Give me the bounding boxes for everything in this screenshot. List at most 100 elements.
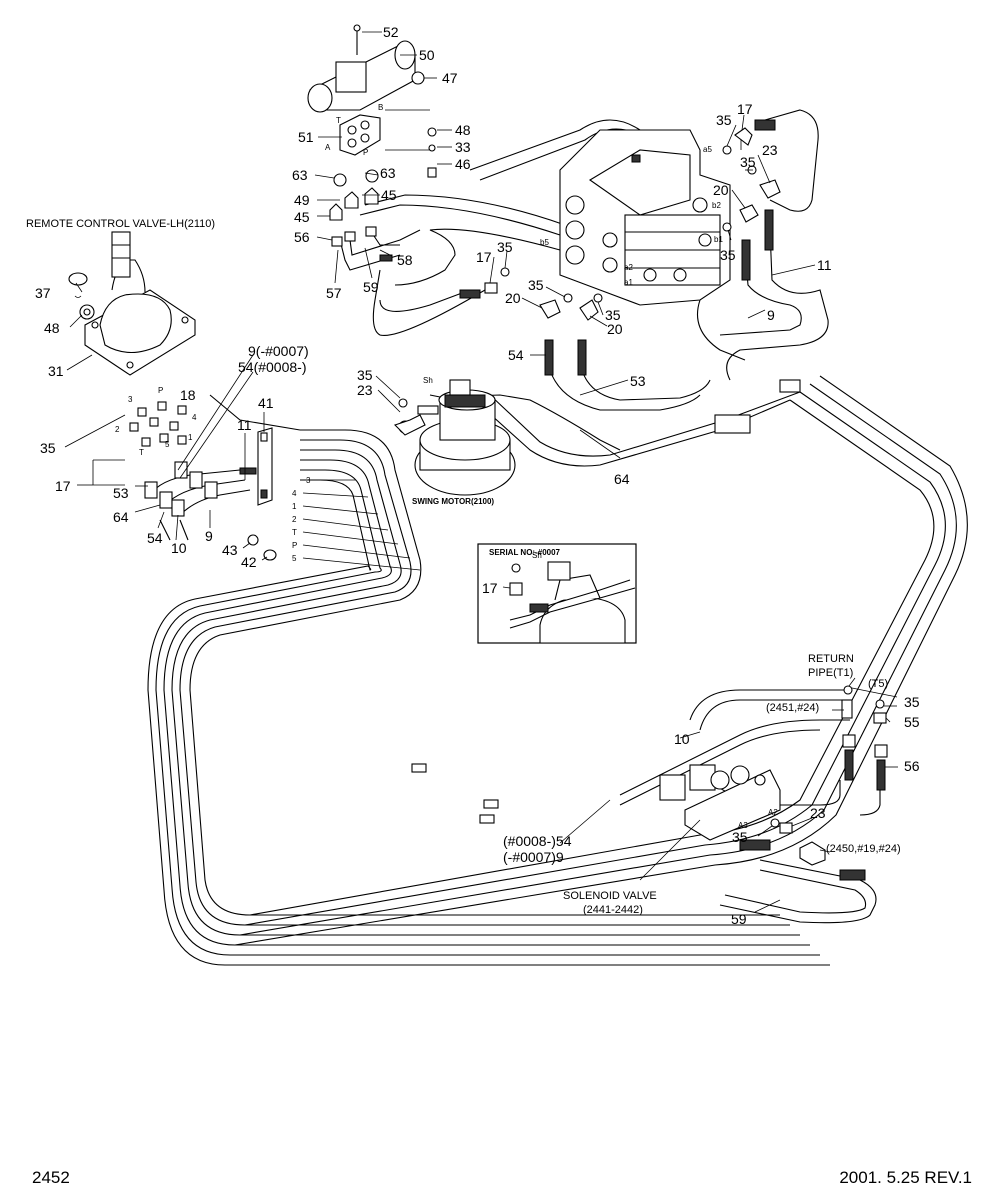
- serial-9-label: (-#0007)9: [503, 849, 564, 865]
- swing-port-sh: Sh: [423, 376, 433, 385]
- label-41: 41: [258, 395, 274, 411]
- label-17-top: 17: [476, 249, 492, 265]
- label-11-rcv: 11: [237, 417, 252, 433]
- label-53-rcv: 53: [113, 485, 129, 501]
- label-57: 57: [326, 285, 342, 301]
- label-20-center: 20: [607, 321, 623, 337]
- remote-control-valve-title: REMOTE CONTROL VALVE-LH(2110): [26, 218, 215, 230]
- label-55: 55: [904, 714, 920, 730]
- label-58: 58: [397, 252, 413, 268]
- label-35-right: 35: [740, 154, 756, 170]
- label-45-right: 45: [381, 187, 397, 203]
- label-53-valve: 53: [630, 373, 646, 389]
- rcv-port-1: 1: [188, 433, 193, 442]
- port-A: A: [325, 143, 331, 152]
- hose-port-4: 4: [292, 489, 297, 498]
- hose-port-1: 1: [292, 502, 297, 511]
- label-35-bottom: 35: [732, 829, 748, 845]
- label-42: 42: [241, 554, 257, 570]
- ref-2451: (2451,#24): [766, 702, 819, 714]
- label-43: 43: [222, 542, 238, 558]
- label-63-left: 63: [292, 167, 308, 183]
- label-35-rcv: 35: [40, 440, 56, 456]
- label-56-bottom: 56: [904, 758, 920, 774]
- page-number: 2452: [32, 1168, 70, 1187]
- solenoid-valve-title-2: (2441-2442): [583, 904, 643, 916]
- solenoid-port-A2: A2: [768, 808, 778, 817]
- return-pipe-title-2: PIPE(T1): [808, 667, 853, 679]
- label-48-rcv: 48: [44, 320, 60, 336]
- label-59-bottom: 59: [731, 911, 747, 927]
- label-51: 51: [298, 129, 314, 145]
- solenoid-valve-title-1: SOLENOID VALVE: [563, 890, 657, 902]
- swing-motor-title: SWING MOTOR(2100): [412, 497, 494, 506]
- hose-port-P: P: [292, 541, 297, 550]
- hose-port-3: 3: [306, 476, 311, 485]
- port-P: P: [363, 148, 368, 157]
- valve-pipes: [209, 109, 881, 924]
- label-49: 49: [294, 192, 310, 208]
- label-35-center: 35: [528, 277, 544, 293]
- label-54-serial: 54(#0008-): [238, 359, 307, 375]
- hose-port-T: T: [292, 528, 297, 537]
- label-20-right: 20: [713, 182, 729, 198]
- return-pipe-title-1: RETURN: [808, 653, 854, 665]
- label-23-bottom: 23: [810, 805, 826, 821]
- label-23-top: 23: [762, 142, 778, 158]
- rcv-port-3: 3: [128, 395, 133, 404]
- label-18: 18: [180, 387, 196, 403]
- return-pipe-fittings: [841, 685, 888, 791]
- label-56-top: 56: [294, 229, 310, 245]
- rcv-port-5: 5: [165, 440, 170, 449]
- solenoid-port-A3: A3: [738, 821, 748, 830]
- label-45-left: 45: [294, 209, 310, 225]
- rcv-port-T: T: [139, 448, 144, 457]
- serial-no-title: SERIAL NO:-#0007: [489, 548, 561, 557]
- label-35-swing: 35: [357, 367, 373, 383]
- t5-label: (T5): [868, 678, 888, 690]
- hose-port-5: 5: [292, 554, 297, 563]
- label-50: 50: [419, 47, 435, 63]
- port-b2: b2: [712, 201, 721, 210]
- port-a1: a1: [624, 278, 633, 287]
- revision-date: 2001. 5.25 REV.1: [839, 1168, 972, 1187]
- label-10-rcv: 10: [171, 540, 187, 556]
- remote-control-valve-assembly: [68, 231, 277, 561]
- label-31: 31: [48, 363, 64, 379]
- diagram-titles: REMOTE CONTROL VALVE-LH(2110) SWING MOTO…: [26, 218, 901, 916]
- label-48: 48: [455, 122, 471, 138]
- serial-inset-box: [477, 543, 637, 644]
- label-9-right: 9: [767, 307, 775, 323]
- label-46: 46: [455, 156, 471, 172]
- label-54-valve: 54: [508, 347, 524, 363]
- label-54-rcv: 54: [147, 530, 163, 546]
- label-9-serial: 9(-#0007): [248, 343, 309, 359]
- ref-2450: (2450,#19,#24): [826, 843, 901, 855]
- label-17-inset: 17: [482, 580, 498, 596]
- label-33: 33: [455, 139, 471, 155]
- label-35-b1: 35: [720, 247, 736, 263]
- label-47: 47: [442, 70, 458, 86]
- label-37: 37: [35, 285, 51, 301]
- port-B: B: [378, 103, 383, 112]
- pilot-block-assembly: [307, 24, 437, 271]
- rcv-port-4: 4: [192, 413, 197, 422]
- label-10-bottom: 10: [674, 731, 690, 747]
- label-35-return: 35: [904, 694, 920, 710]
- hose-port-2: 2: [292, 515, 297, 524]
- port-a2: a2: [624, 263, 633, 272]
- solenoid-valve: [659, 764, 826, 866]
- label-17-right: 17: [737, 101, 753, 117]
- rcv-port-fittings: [129, 401, 187, 447]
- port-a5: a5: [703, 145, 712, 154]
- port-b5: b5: [540, 238, 549, 247]
- label-17-rcv: 17: [55, 478, 71, 494]
- rcv-port-2: 2: [115, 425, 120, 434]
- label-35-a5: 35: [716, 112, 732, 128]
- valve-fittings: [398, 119, 866, 881]
- serial-54-label: (#0008-)54: [503, 833, 572, 849]
- port-labels: a5 b5 b2 b1 a2 a1 T B A P 3 P 4 2 T 1 5 …: [115, 103, 778, 830]
- label-20-left: 20: [505, 290, 521, 306]
- port-b1: b1: [714, 235, 723, 244]
